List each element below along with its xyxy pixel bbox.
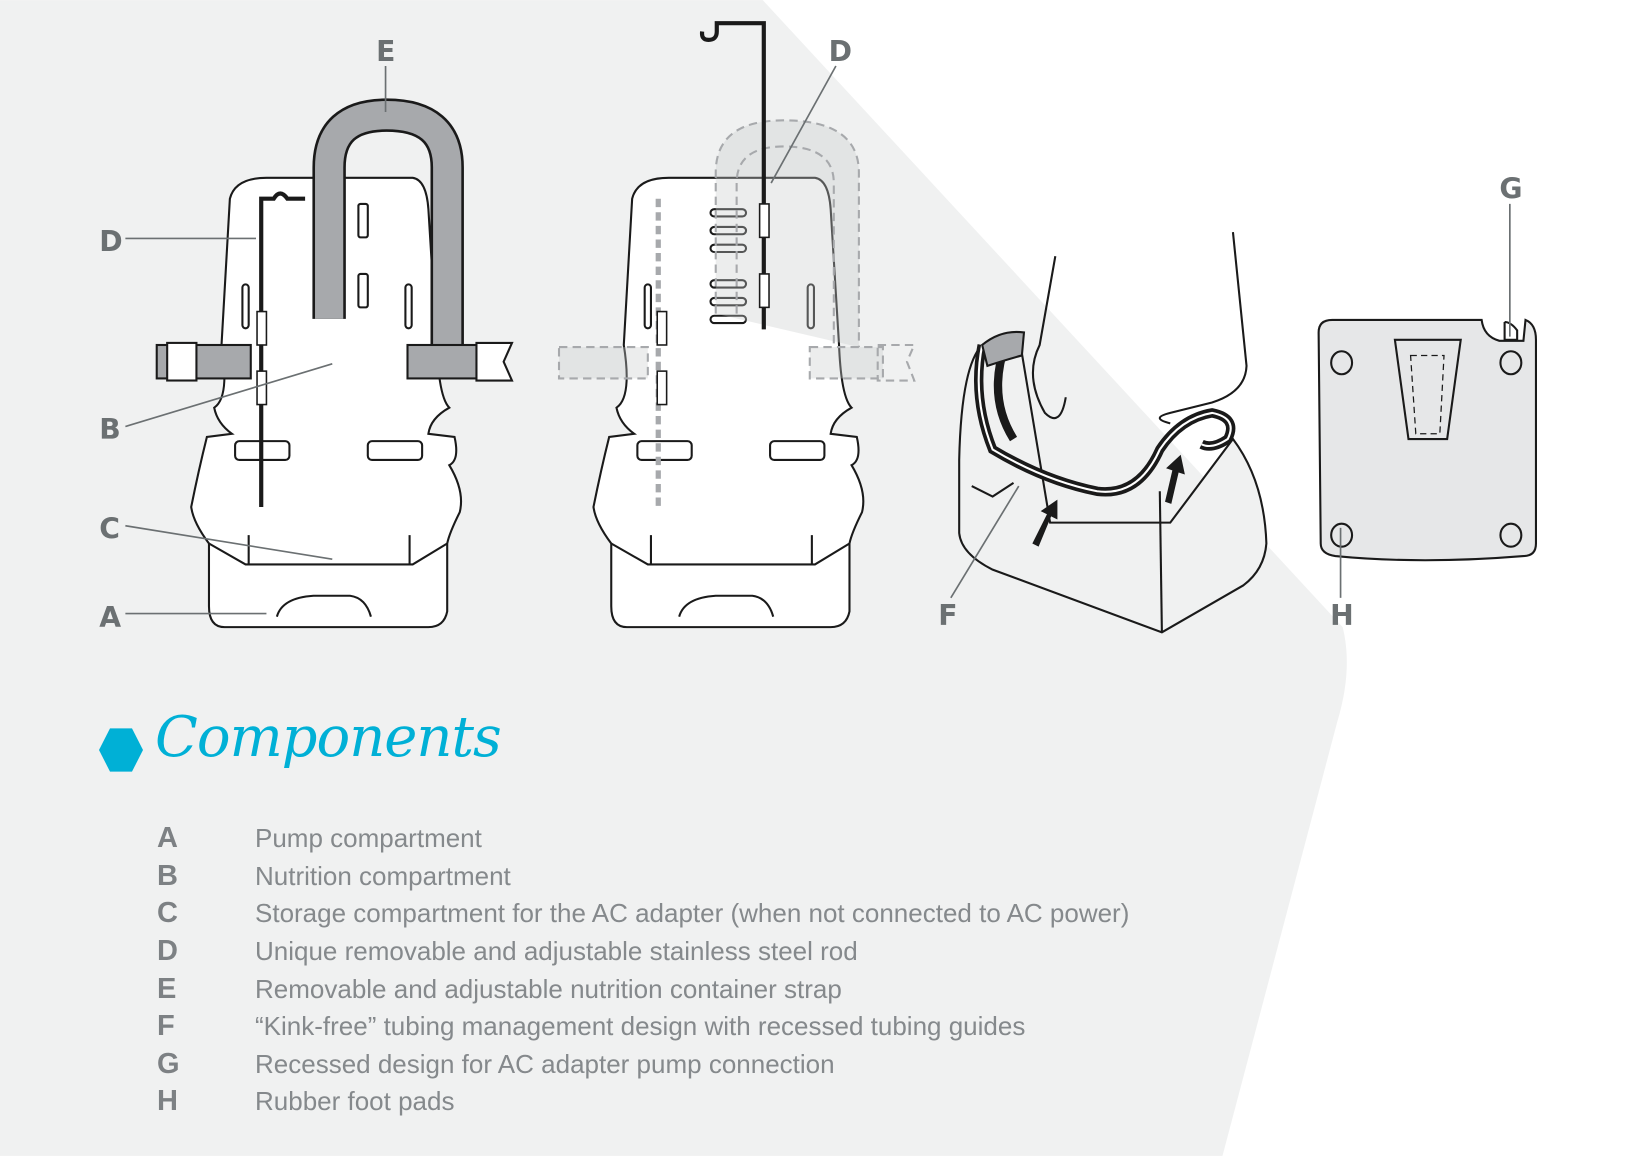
container-strap: [155, 98, 514, 382]
components-list: A Pump compartment B Nutrition compartment…: [157, 820, 1129, 1121]
callout-h: H: [1330, 599, 1354, 632]
callout-b: B: [99, 413, 121, 446]
item-letter: A: [157, 822, 178, 855]
item-text: Recessed design for AC adapter pump conn…: [255, 1048, 835, 1079]
callout-d-back: D: [829, 35, 852, 68]
item-text: Storage compartment for the AC adapter (…: [255, 898, 1130, 929]
callout-a: A: [99, 601, 121, 634]
pump-base-view: [958, 232, 1268, 634]
list-item: H Rubber foot pads: [157, 1083, 1129, 1121]
item-text: Removable and adjustable nutrition conta…: [255, 973, 842, 1004]
list-item: F “Kink-free” tubing management design wi…: [157, 1008, 1129, 1046]
item-text: Pump compartment: [255, 823, 482, 854]
steel-rod-raised: [656, 21, 770, 406]
item-letter: G: [157, 1047, 180, 1080]
item-letter: D: [157, 935, 178, 968]
item-text: Unique removable and adjustable stainles…: [255, 936, 858, 967]
ghost-strap: [557, 119, 916, 507]
list-item: D Unique removable and adjustable stainle…: [157, 933, 1129, 971]
list-item: G Recessed design for AC adapter pump con…: [157, 1046, 1129, 1084]
callout-c: C: [99, 512, 120, 545]
bottom-view: [1317, 318, 1538, 562]
backpack-front-view: [190, 176, 463, 629]
list-item: B Nutrition compartment: [157, 858, 1129, 896]
foot-pad: [1330, 350, 1354, 376]
item-letter: E: [157, 972, 177, 1005]
item-text: “Kink-free” tubing management design wit…: [255, 1011, 1026, 1042]
item-text: Rubber foot pads: [255, 1086, 455, 1117]
list-item: C Storage compartment for the AC adapter …: [157, 895, 1129, 933]
foot-pad: [1330, 522, 1354, 548]
foot-pad: [1499, 522, 1523, 548]
section-title: Components: [155, 705, 502, 770]
item-letter: F: [157, 1010, 175, 1043]
backpack-back-view: [592, 176, 865, 629]
foot-pad: [1499, 350, 1523, 376]
arrow-icon: [1032, 454, 1185, 547]
callout-e: E: [376, 35, 395, 68]
item-text: Nutrition compartment: [255, 860, 511, 891]
list-item: A Pump compartment: [157, 820, 1129, 858]
list-item: E Removable and adjustable nutrition cont…: [157, 970, 1129, 1008]
leader-lines: [125, 65, 1511, 615]
callout-g: G: [1499, 173, 1522, 206]
steel-rod: [256, 191, 306, 507]
item-letter: C: [157, 897, 178, 930]
callout-d-front: D: [99, 225, 122, 258]
item-letter: H: [157, 1085, 178, 1118]
item-letter: B: [157, 859, 178, 892]
callout-f: F: [938, 599, 957, 632]
